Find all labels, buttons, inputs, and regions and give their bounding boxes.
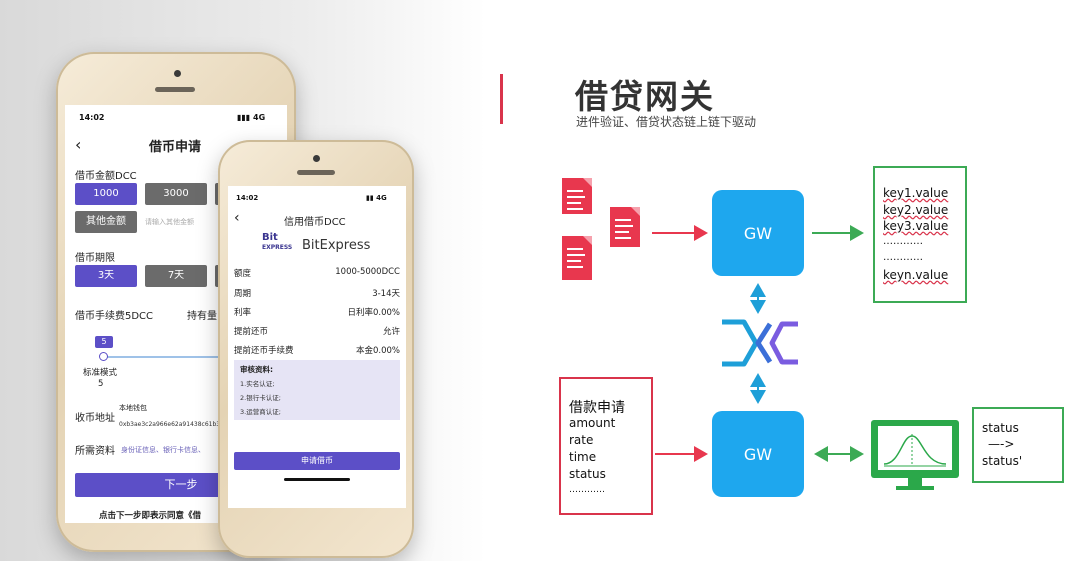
slider-value-badge: 5 (95, 336, 113, 348)
logo-bottom: EXPRESS (262, 244, 293, 251)
row-quota-value: 1000-5000DCC (335, 267, 400, 277)
apply-button[interactable]: 申请借币 (234, 452, 400, 470)
page-subtitle: 进件验证、借贷状态链上链下驱动 (576, 115, 757, 129)
phone-right-camera (313, 155, 320, 162)
status-time: 14:02 (236, 194, 259, 202)
loan-field: ………… (569, 485, 605, 495)
kv-line: keyn.value (883, 268, 949, 282)
amount-label: 借币金额DCC (75, 171, 137, 182)
status-line: status (982, 421, 1019, 435)
kv-line: key1.value (883, 186, 949, 200)
holding-label: 持有量 (187, 311, 217, 322)
other-amount-button[interactable]: 其他金额 (75, 211, 137, 233)
wallet-label: 本地钱包 (119, 404, 147, 412)
back-icon[interactable]: ‹ (234, 210, 240, 226)
row-rate-value: 日利率0.00% (347, 308, 400, 318)
status-network: ▮▮ 4G (366, 194, 387, 202)
fee-slider-track[interactable] (103, 356, 287, 358)
home-indicator (284, 478, 350, 481)
review-item: 1.实名认证; (240, 380, 275, 388)
row-period-value: 3-14天 (372, 289, 400, 299)
row-quota-label: 额度 (234, 269, 252, 279)
amount-option-1000[interactable]: 1000 (75, 183, 137, 205)
phone-left-speaker (155, 87, 195, 92)
review-item: 3.运营商认证; (240, 408, 281, 416)
kv-line: key3.value (883, 219, 949, 233)
bitexpress-logo: Bit EXPRESS (262, 232, 296, 260)
row-early-value: 允许 (382, 327, 400, 337)
page-title: 借贷网关 (575, 77, 715, 116)
row-early-label: 提前还币 (234, 327, 269, 337)
phone-right-screen: 14:02 ▮▮ 4G ‹ 信用借币DCC Bit EXPRESS BitExp… (228, 186, 406, 508)
kv-store-box: key1.value key2.value key3.value ………… ……… (873, 166, 967, 303)
loan-field: status (569, 467, 606, 481)
mode-value: 5 (98, 379, 104, 389)
brand-name: BitExpress (302, 238, 371, 253)
loan-field: amount (569, 416, 616, 430)
status-line: status' (982, 454, 1023, 468)
screen-title: 借币申请 (149, 140, 202, 155)
review-panel: 审核资料: 1.实名认证; 2.银行卡认证; 3.运营商认证; (234, 360, 400, 420)
loan-field: rate (569, 433, 594, 447)
agree-text[interactable]: 点击下一步即表示同意《借 (99, 511, 202, 521)
gateway-node-bottom: GW (712, 411, 804, 497)
docs-value: 身份证信息、银行卡信息、 (121, 446, 205, 454)
status-line: —-> (988, 437, 1015, 451)
status-time: 14:02 (79, 113, 105, 122)
docs-label: 所需资料 (75, 446, 115, 457)
status-box: status —-> status' (972, 407, 1064, 483)
review-item: 2.银行卡认证; (240, 394, 281, 402)
kv-line: ………… (883, 236, 923, 247)
fee-slider-handle[interactable] (99, 352, 108, 361)
accent-bar (500, 74, 503, 124)
period-option-7[interactable]: 7天 (145, 265, 207, 287)
row-period-label: 周期 (234, 289, 252, 299)
wallet-address[interactable]: 0xb3ae3c2a966e62a91438c61b3c (119, 421, 224, 428)
signal-icon: ▮▮ (366, 194, 374, 202)
mode-label: 标准模式 (83, 368, 118, 378)
loan-title: 借款申请 (569, 400, 625, 416)
logo-top: Bit (262, 232, 278, 243)
period-label: 借币期限 (75, 253, 115, 264)
loan-field: time (569, 450, 597, 464)
document-icon (562, 236, 592, 280)
fee-label: 借币手续费5DCC (75, 311, 154, 322)
period-option-3[interactable]: 3天 (75, 265, 137, 287)
row-early-fee-label: 提前还币手续费 (234, 346, 294, 356)
row-rate-label: 利率 (234, 308, 252, 318)
status-network: ▮▮▮ 4G (237, 113, 266, 122)
review-title: 审核资料: (240, 365, 273, 374)
kv-line: key2.value (883, 203, 949, 217)
gateway-node-top: GW (712, 190, 804, 276)
screen-title: 信用借币DCC (284, 217, 346, 228)
document-icon (562, 178, 592, 214)
signal-icon: ▮▮▮ (237, 113, 251, 122)
back-icon[interactable]: ‹ (75, 135, 82, 154)
phone-right-speaker (297, 170, 335, 175)
kv-line: ………… (883, 252, 923, 263)
row-early-fee-value: 本金0.00% (355, 346, 400, 356)
document-icon (610, 207, 640, 247)
phone-left-camera (174, 70, 181, 77)
monitor-chart-icon (871, 420, 959, 490)
loan-request-box: 借款申请 amount rate time status ………… (559, 377, 653, 515)
address-label: 收币地址 (75, 413, 115, 424)
dcc-logo-icon (722, 319, 798, 367)
other-amount-input[interactable]: 请输入其他金额 (145, 218, 194, 226)
amount-option-3000[interactable]: 3000 (145, 183, 207, 205)
